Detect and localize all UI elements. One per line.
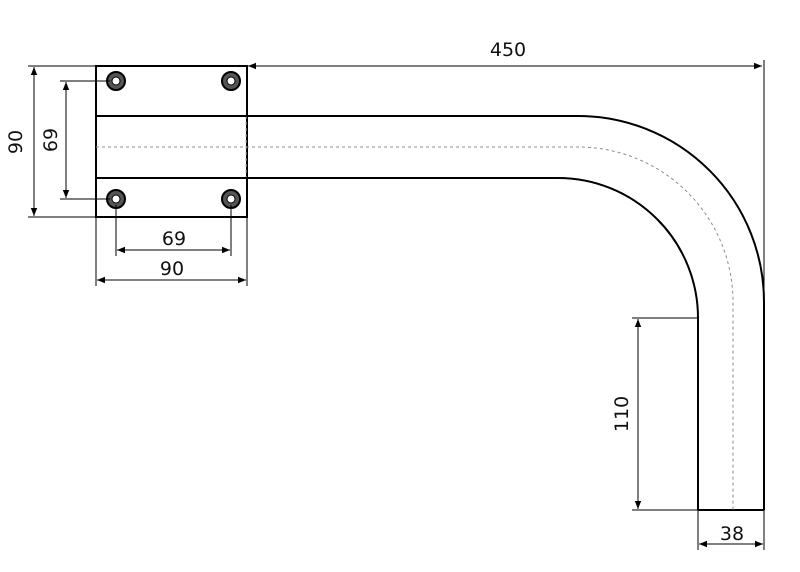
dim-label-69-horizontal: 69 bbox=[162, 228, 186, 250]
dim-label-38: 38 bbox=[720, 523, 744, 545]
dim-hole-spacing-vertical: 69 bbox=[40, 80, 110, 200]
dim-label-110: 110 bbox=[611, 396, 633, 432]
dim-label-90-vertical: 90 bbox=[5, 130, 27, 154]
dim-plate-width: 90 bbox=[95, 217, 248, 286]
dim-drop-height: 110 bbox=[611, 317, 698, 511]
dim-label-69-vertical: 69 bbox=[40, 128, 62, 152]
dim-overall-length: 450 bbox=[248, 39, 765, 302]
mounting-plate bbox=[95, 65, 248, 218]
tube-outer-contour bbox=[96, 115, 765, 510]
dim-label-90-horizontal: 90 bbox=[160, 258, 184, 280]
bolt-top-right bbox=[221, 71, 241, 91]
dim-hole-spacing-horizontal: 69 bbox=[115, 205, 232, 256]
tube-centerline bbox=[96, 146, 734, 510]
dim-plate-height: 90 bbox=[5, 65, 96, 218]
dim-tube-diameter: 38 bbox=[697, 510, 765, 550]
dim-label-450: 450 bbox=[490, 39, 526, 61]
tube-inner-contour bbox=[96, 177, 699, 510]
